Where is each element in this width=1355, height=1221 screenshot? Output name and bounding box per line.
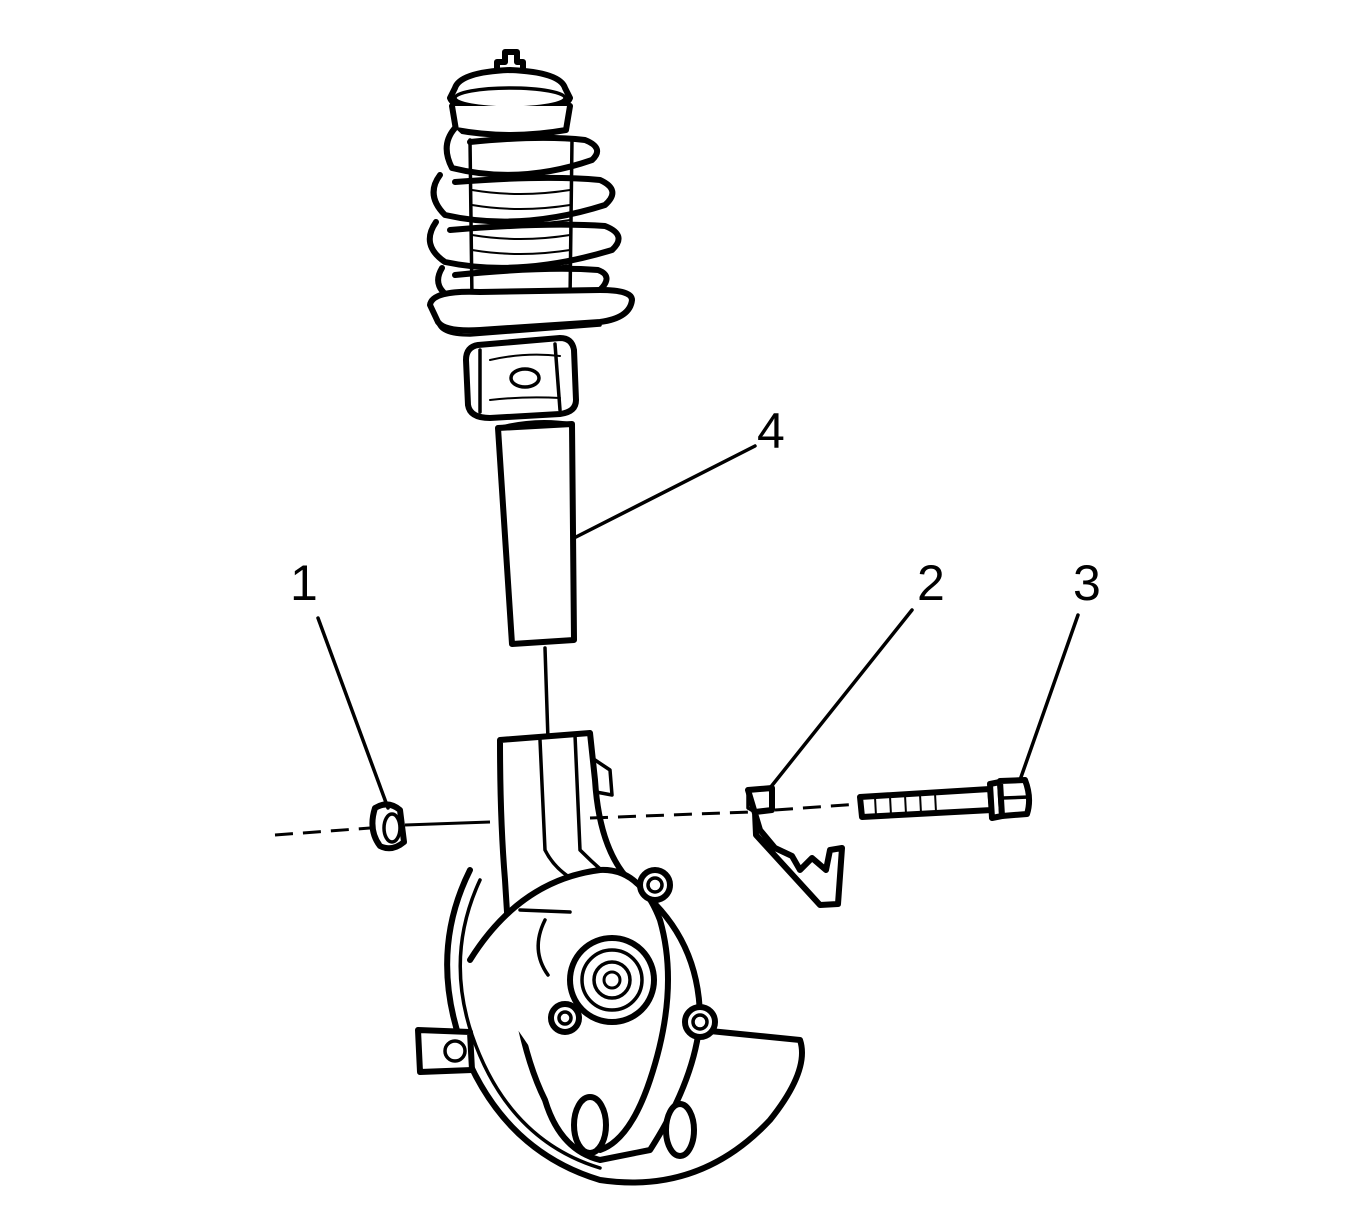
brake-hose-bracket bbox=[745, 785, 845, 908]
bolt-axis-line bbox=[274, 802, 861, 837]
nut bbox=[369, 801, 407, 852]
strut-assembly bbox=[426, 49, 635, 742]
callout-leaders bbox=[316, 444, 1080, 810]
callout-2: 2 bbox=[917, 555, 945, 611]
callout-3: 3 bbox=[1073, 555, 1101, 611]
callout-1: 1 bbox=[290, 555, 318, 611]
steering-knuckle bbox=[415, 730, 805, 1186]
bolt bbox=[857, 777, 1033, 821]
callout-4: 4 bbox=[757, 403, 785, 459]
